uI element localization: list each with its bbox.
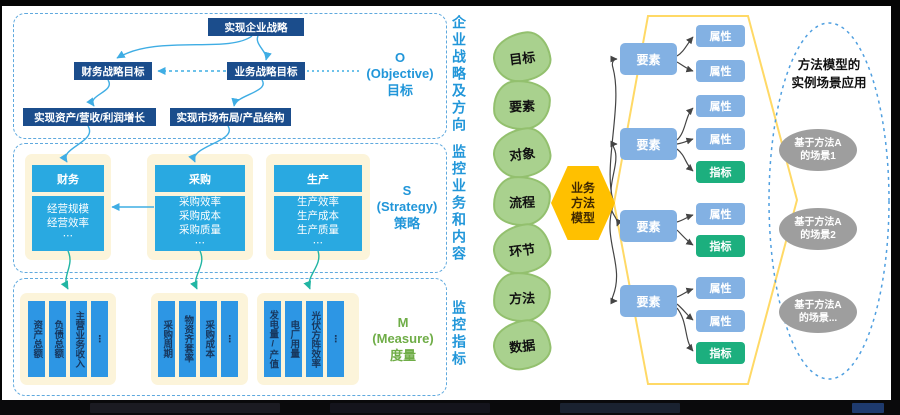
strategy-line: 采购质量 [179, 223, 221, 236]
scenario-line: 基于方法A [794, 300, 842, 311]
attribute-box: 属性 [696, 95, 745, 117]
leaf-method: 方法 [492, 271, 552, 323]
leaf-object: 对象 [490, 124, 554, 182]
leaf-data: 数据 [490, 316, 554, 374]
taskbar-segment [90, 403, 280, 413]
strategy-line: 采购效率 [179, 195, 221, 208]
strategy-line-ellipsis: ⋯ [62, 230, 74, 243]
metric-box: 指标 [696, 342, 745, 364]
box-finance-strategy-goal: 财务战略目标 [74, 62, 152, 80]
side-label-enterprise-direction: 企业战略及方向 [451, 15, 467, 134]
top-black-bar [0, 0, 900, 6]
left-black-bar [0, 0, 2, 415]
strategy-line-ellipsis: ⋯ [194, 237, 206, 250]
strategy-header-production: 生产 [274, 165, 362, 192]
side-label-monitor-metrics: 监控指标 [451, 300, 467, 368]
strategy-tag-letter: S [402, 183, 412, 198]
measure-bar: 采购周期 [158, 301, 175, 377]
box-business-strategy-goal: 业务战略目标 [227, 62, 305, 80]
bottom-black-bar [0, 400, 900, 415]
taskbar-segment [330, 403, 490, 413]
scenario-line: 基于方法A [794, 217, 842, 228]
objective-tag: O (Objective) 目标 [345, 50, 455, 99]
strategy-header-procurement: 采购 [155, 165, 245, 192]
strategy-line: 生产效率 [297, 195, 339, 208]
measure-bar: 发电量/产值 [264, 301, 281, 377]
scenario-title-line: 实例场景应用 [791, 76, 867, 91]
box-market-product-structure: 实现市场布局/产品结构 [170, 108, 291, 126]
measure-bar: 采购成本 [200, 301, 217, 377]
scenario-title-line: 方法模型的 [797, 58, 861, 72]
attribute-box: 属性 [696, 25, 745, 47]
metric-box: 指标 [696, 161, 745, 183]
element-box-4: 要素 [620, 285, 677, 317]
scenario-ellipse-1: 基于方法A 的场景1 [779, 129, 857, 171]
scenario-line: 的场景2 [800, 230, 836, 241]
taskbar-segment [852, 403, 884, 413]
scenario-line: 基于方法A [794, 138, 842, 149]
strategy-line: 经营规模 [47, 202, 89, 215]
hexagon-line: 模型 [570, 210, 595, 225]
strategy-line: 生产成本 [297, 209, 339, 222]
attribute-box: 属性 [696, 60, 745, 82]
strategy-line-ellipsis: ⋯ [312, 237, 324, 250]
measure-tag-word: (Measure) [372, 331, 434, 347]
measure-tag-cn: 度量 [389, 347, 416, 363]
strategy-body-finance: 经营规模 经营效率 ⋯ [32, 196, 104, 251]
hexagon-line: 方法 [570, 195, 595, 210]
taskbar-segment [560, 403, 680, 413]
measure-bar: 主营业务收入 [70, 301, 87, 377]
side-label-monitor-business: 监控业务和内容 [451, 144, 467, 263]
scenario-line: 的场景1 [800, 151, 836, 162]
element-box-3: 要素 [620, 210, 677, 242]
measure-bar: 电厂用量 [285, 301, 302, 377]
measure-section-frame [13, 278, 447, 396]
scenario-ellipse-2: 基于方法A 的场景2 [779, 208, 857, 250]
measure-bar-ellipsis: ⋮ [91, 301, 108, 377]
measure-bar-ellipsis: ⋮ [327, 301, 344, 377]
attribute-box: 属性 [696, 128, 745, 150]
right-black-bar [891, 0, 900, 415]
measure-bar: 光伏方阵效率 [306, 301, 323, 377]
strategy-line: 生产质量 [297, 223, 339, 236]
objective-tag-word: (Objective) [366, 66, 434, 82]
measure-bar: 负债总额 [49, 301, 66, 377]
strategy-header-finance: 财务 [32, 165, 104, 192]
strategy-line: 采购成本 [179, 209, 221, 222]
scenario-title: 方法模型的 实例场景应用 [767, 56, 891, 92]
leaf-step: 环节 [490, 220, 554, 278]
leaf-goal: 目标 [490, 28, 554, 86]
objective-tag-letter: O [394, 50, 406, 65]
scenario-ellipse-3: 基于方法A 的场景... [779, 291, 857, 333]
measure-bar: 资产总额 [28, 301, 45, 377]
measure-bar-ellipsis: ⋮ [221, 301, 238, 377]
measure-tag-letter: M [397, 315, 409, 330]
measure-bar: 物资齐套率 [179, 301, 196, 377]
metric-box: 指标 [696, 235, 745, 257]
strategy-tag-word: (Strategy) [376, 199, 438, 215]
strategy-line: 经营效率 [47, 216, 89, 229]
strategy-body-procurement: 采购效率 采购成本 采购质量 ⋯ [155, 196, 245, 251]
strategy-tag: S (Strategy) 策略 [352, 183, 462, 232]
business-method-model-hexagon: 业务 方法 模型 [551, 166, 615, 240]
strategy-body-production: 生产效率 生产成本 生产质量 ⋯ [274, 196, 362, 251]
attribute-box: 属性 [696, 310, 745, 332]
leaf-element: 要素 [492, 79, 552, 131]
measure-tag: M (Measure) 度量 [348, 315, 458, 364]
leaf-process: 流程 [492, 175, 552, 227]
strategy-tag-cn: 策略 [393, 215, 420, 231]
attribute-box: 属性 [696, 277, 745, 299]
attribute-box: 属性 [696, 203, 745, 225]
objective-tag-cn: 目标 [386, 82, 413, 98]
element-box-1: 要素 [620, 43, 677, 75]
hexagon-line: 业务 [570, 180, 595, 195]
box-asset-revenue-growth: 实现资产/营收/利润增长 [23, 108, 156, 126]
element-box-2: 要素 [620, 128, 677, 160]
box-enterprise-strategy: 实现企业战略 [208, 18, 304, 36]
scenario-line: 的场景... [798, 313, 838, 324]
